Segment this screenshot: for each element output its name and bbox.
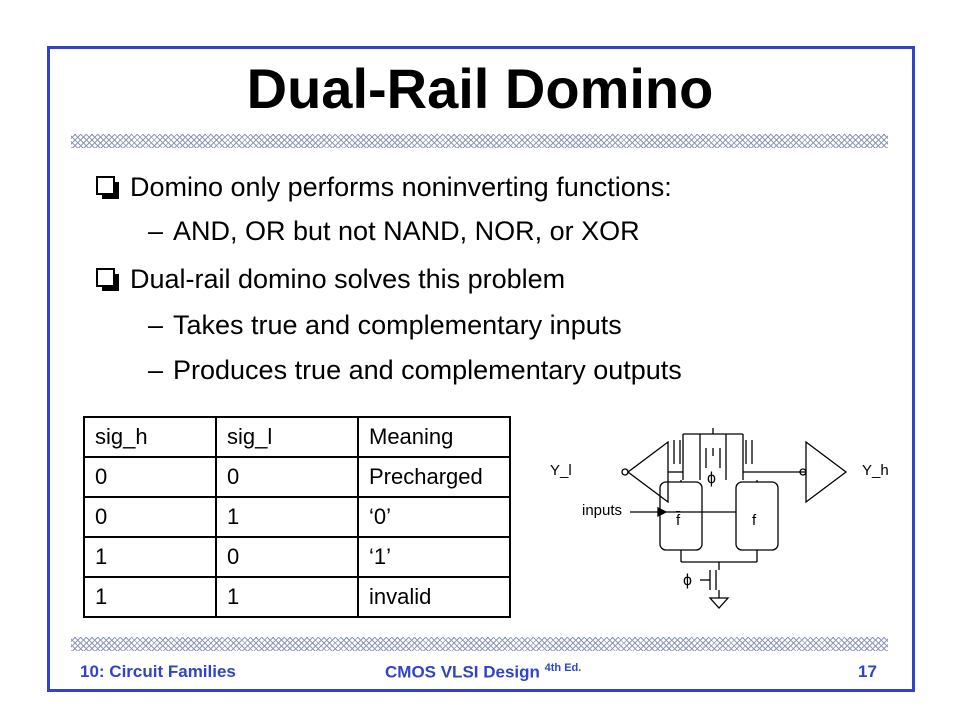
bullet-2-text: Dual-rail domino solves this problem [130, 264, 566, 294]
label-y-h: Y_h [862, 462, 889, 479]
slide-frame [47, 46, 915, 692]
table-cell: invalid [357, 576, 511, 618]
slide-title: Dual-Rail Domino [246, 57, 714, 120]
header-meaning: Meaning [357, 416, 511, 458]
label-inputs: inputs [582, 502, 623, 519]
dual-rail-domino-schematic [621, 428, 848, 609]
table-cell: 1 [83, 536, 217, 578]
bullet-1-sub-1: AND, OR but not NAND, NOR, or XOR [173, 216, 640, 246]
footer-book-name: CMOS VLSI Design [385, 662, 540, 682]
label-y-l: Y_l [550, 462, 572, 479]
bullet-2-sub-2: Produces true and complementary outputs [173, 355, 682, 385]
bullet-square-icon [96, 268, 119, 291]
label-f: f [752, 512, 757, 529]
table-row: 1 1 invalid [83, 576, 511, 618]
table-row: 1 0 ‘1’ [83, 536, 511, 578]
footer-book-title: CMOS VLSI Design 4th Ed. [385, 662, 581, 683]
footer-chapter: 10: Circuit Families [80, 662, 236, 681]
top-divider [71, 134, 888, 148]
header-sig-h: sig_h [83, 416, 217, 458]
table-cell: ‘0’ [357, 496, 511, 538]
table-cell: 1 [83, 576, 217, 618]
dash-marker: – [148, 216, 164, 246]
table-cell: 0 [215, 456, 359, 498]
right-inverter-symbol [799, 440, 848, 504]
table-header-row: sig_h sig_l Meaning [83, 416, 511, 458]
dash-marker: – [148, 310, 164, 340]
left-inverter-symbol [621, 440, 669, 504]
bullet-2-sub-1: Takes true and complementary inputs [173, 310, 622, 340]
bottom-divider [71, 637, 888, 651]
table-cell: 0 [83, 456, 217, 498]
table-row: 0 0 Precharged [83, 456, 511, 498]
table-cell: 1 [215, 576, 359, 618]
dash-marker: – [148, 355, 164, 385]
header-sig-l: sig_l [215, 416, 359, 458]
table-cell: 1 [215, 496, 359, 538]
bullet-1-text: Domino only performs noninverting functi… [130, 172, 672, 202]
table-cell: ‘1’ [357, 536, 511, 578]
label-phi-top: ϕ [707, 470, 716, 487]
table-row: 0 1 ‘0’ [83, 496, 511, 538]
label-phi-bottom: ϕ [683, 572, 692, 589]
table-cell: Precharged [357, 456, 511, 498]
footer-edition: 4th Ed. [544, 662, 582, 674]
label-f-bar: f [676, 512, 681, 529]
bullet-square-icon [96, 176, 119, 199]
table-cell: 0 [83, 496, 217, 538]
page-number: 17 [858, 662, 877, 681]
table-cell: 0 [215, 536, 359, 578]
truth-table: sig_h sig_l Meaning 0 0 Precharged 0 1 ‘… [83, 416, 511, 618]
